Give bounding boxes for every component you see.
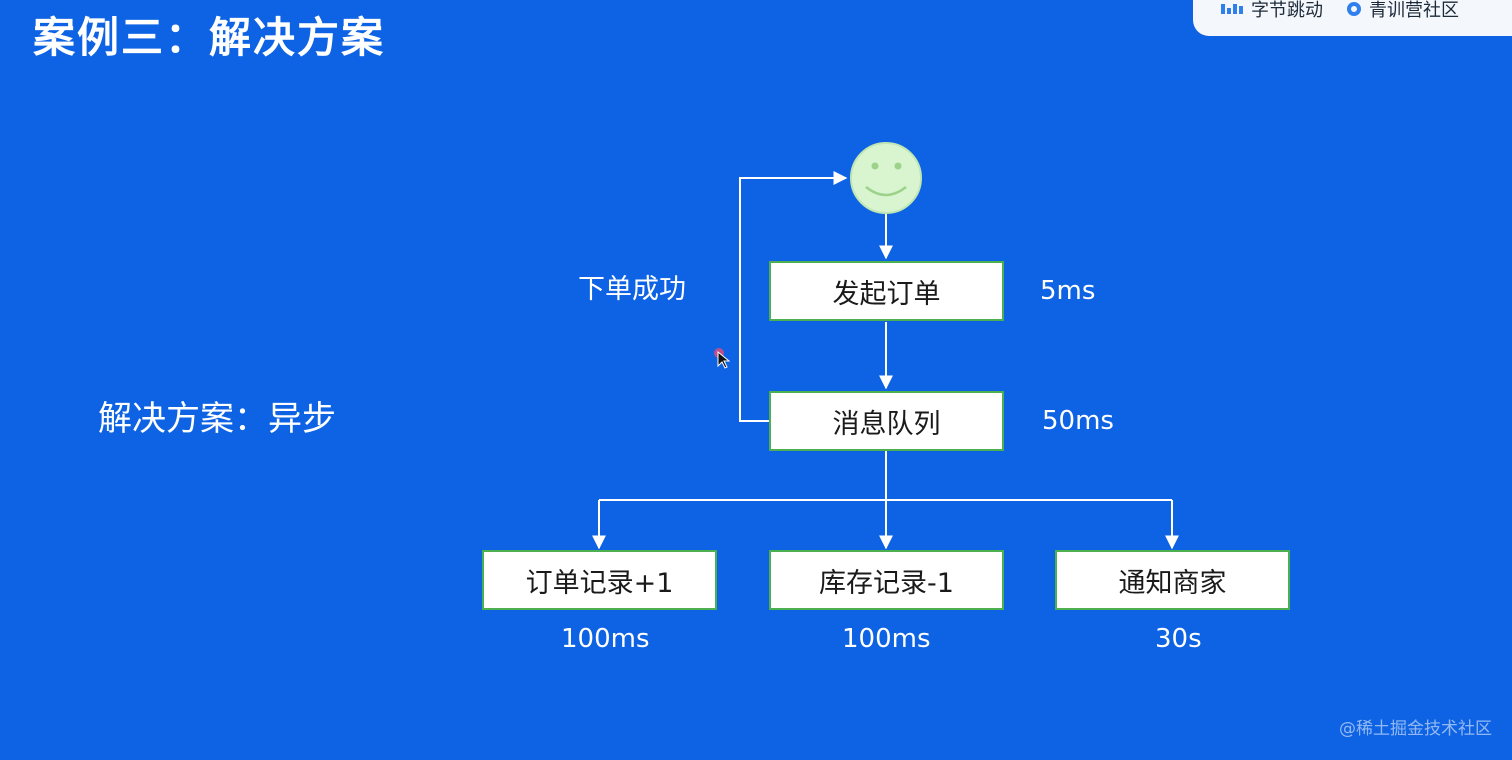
node-order-record: 订单记录+1 [482,550,717,610]
node-message-queue: 消息队列 [769,391,1004,451]
node-stock-record-label: 库存记录-1 [819,567,954,599]
node-notify-merchant-label: 通知商家 [1118,567,1227,599]
edge-queue-to-user [739,171,848,422]
node-message-queue-label: 消息队列 [832,408,941,440]
node-order-record-label: 订单记录+1 [525,567,674,599]
node-start-order-timing: 5ms [1040,276,1096,306]
bytedance-logo-icon [1221,4,1243,14]
node-stock-record-timing: 100ms [842,624,931,654]
camp-community-logo-icon [1347,2,1361,16]
node-notify-merchant: 通知商家 [1055,550,1290,610]
slide-title: 案例三：解决方案 [33,13,386,62]
camp-community-logo-text: 青训营社区 [1369,0,1459,21]
node-start-order-label: 发起订单 [832,278,941,310]
edge-label-order-success: 下单成功 [578,274,686,305]
logo-bar: 字节跳动 青训营社区 [1193,0,1512,36]
bytedance-logo-text: 字节跳动 [1251,0,1323,21]
node-stock-record: 库存记录-1 [769,550,1004,610]
node-order-record-timing: 100ms [561,624,650,654]
node-message-queue-timing: 50ms [1042,406,1114,436]
smiley-face-icon [850,142,922,214]
mouse-cursor-icon [714,348,730,369]
solution-label: 解决方案：异步 [98,399,336,439]
watermark: @稀土掘金技术社区 [1339,719,1492,739]
node-notify-merchant-timing: 30s [1155,624,1202,654]
camp-community-logo: 青训营社区 [1347,0,1459,22]
node-start-order: 发起订单 [769,261,1004,321]
user-node [850,142,922,214]
bytedance-logo: 字节跳动 [1221,0,1323,22]
